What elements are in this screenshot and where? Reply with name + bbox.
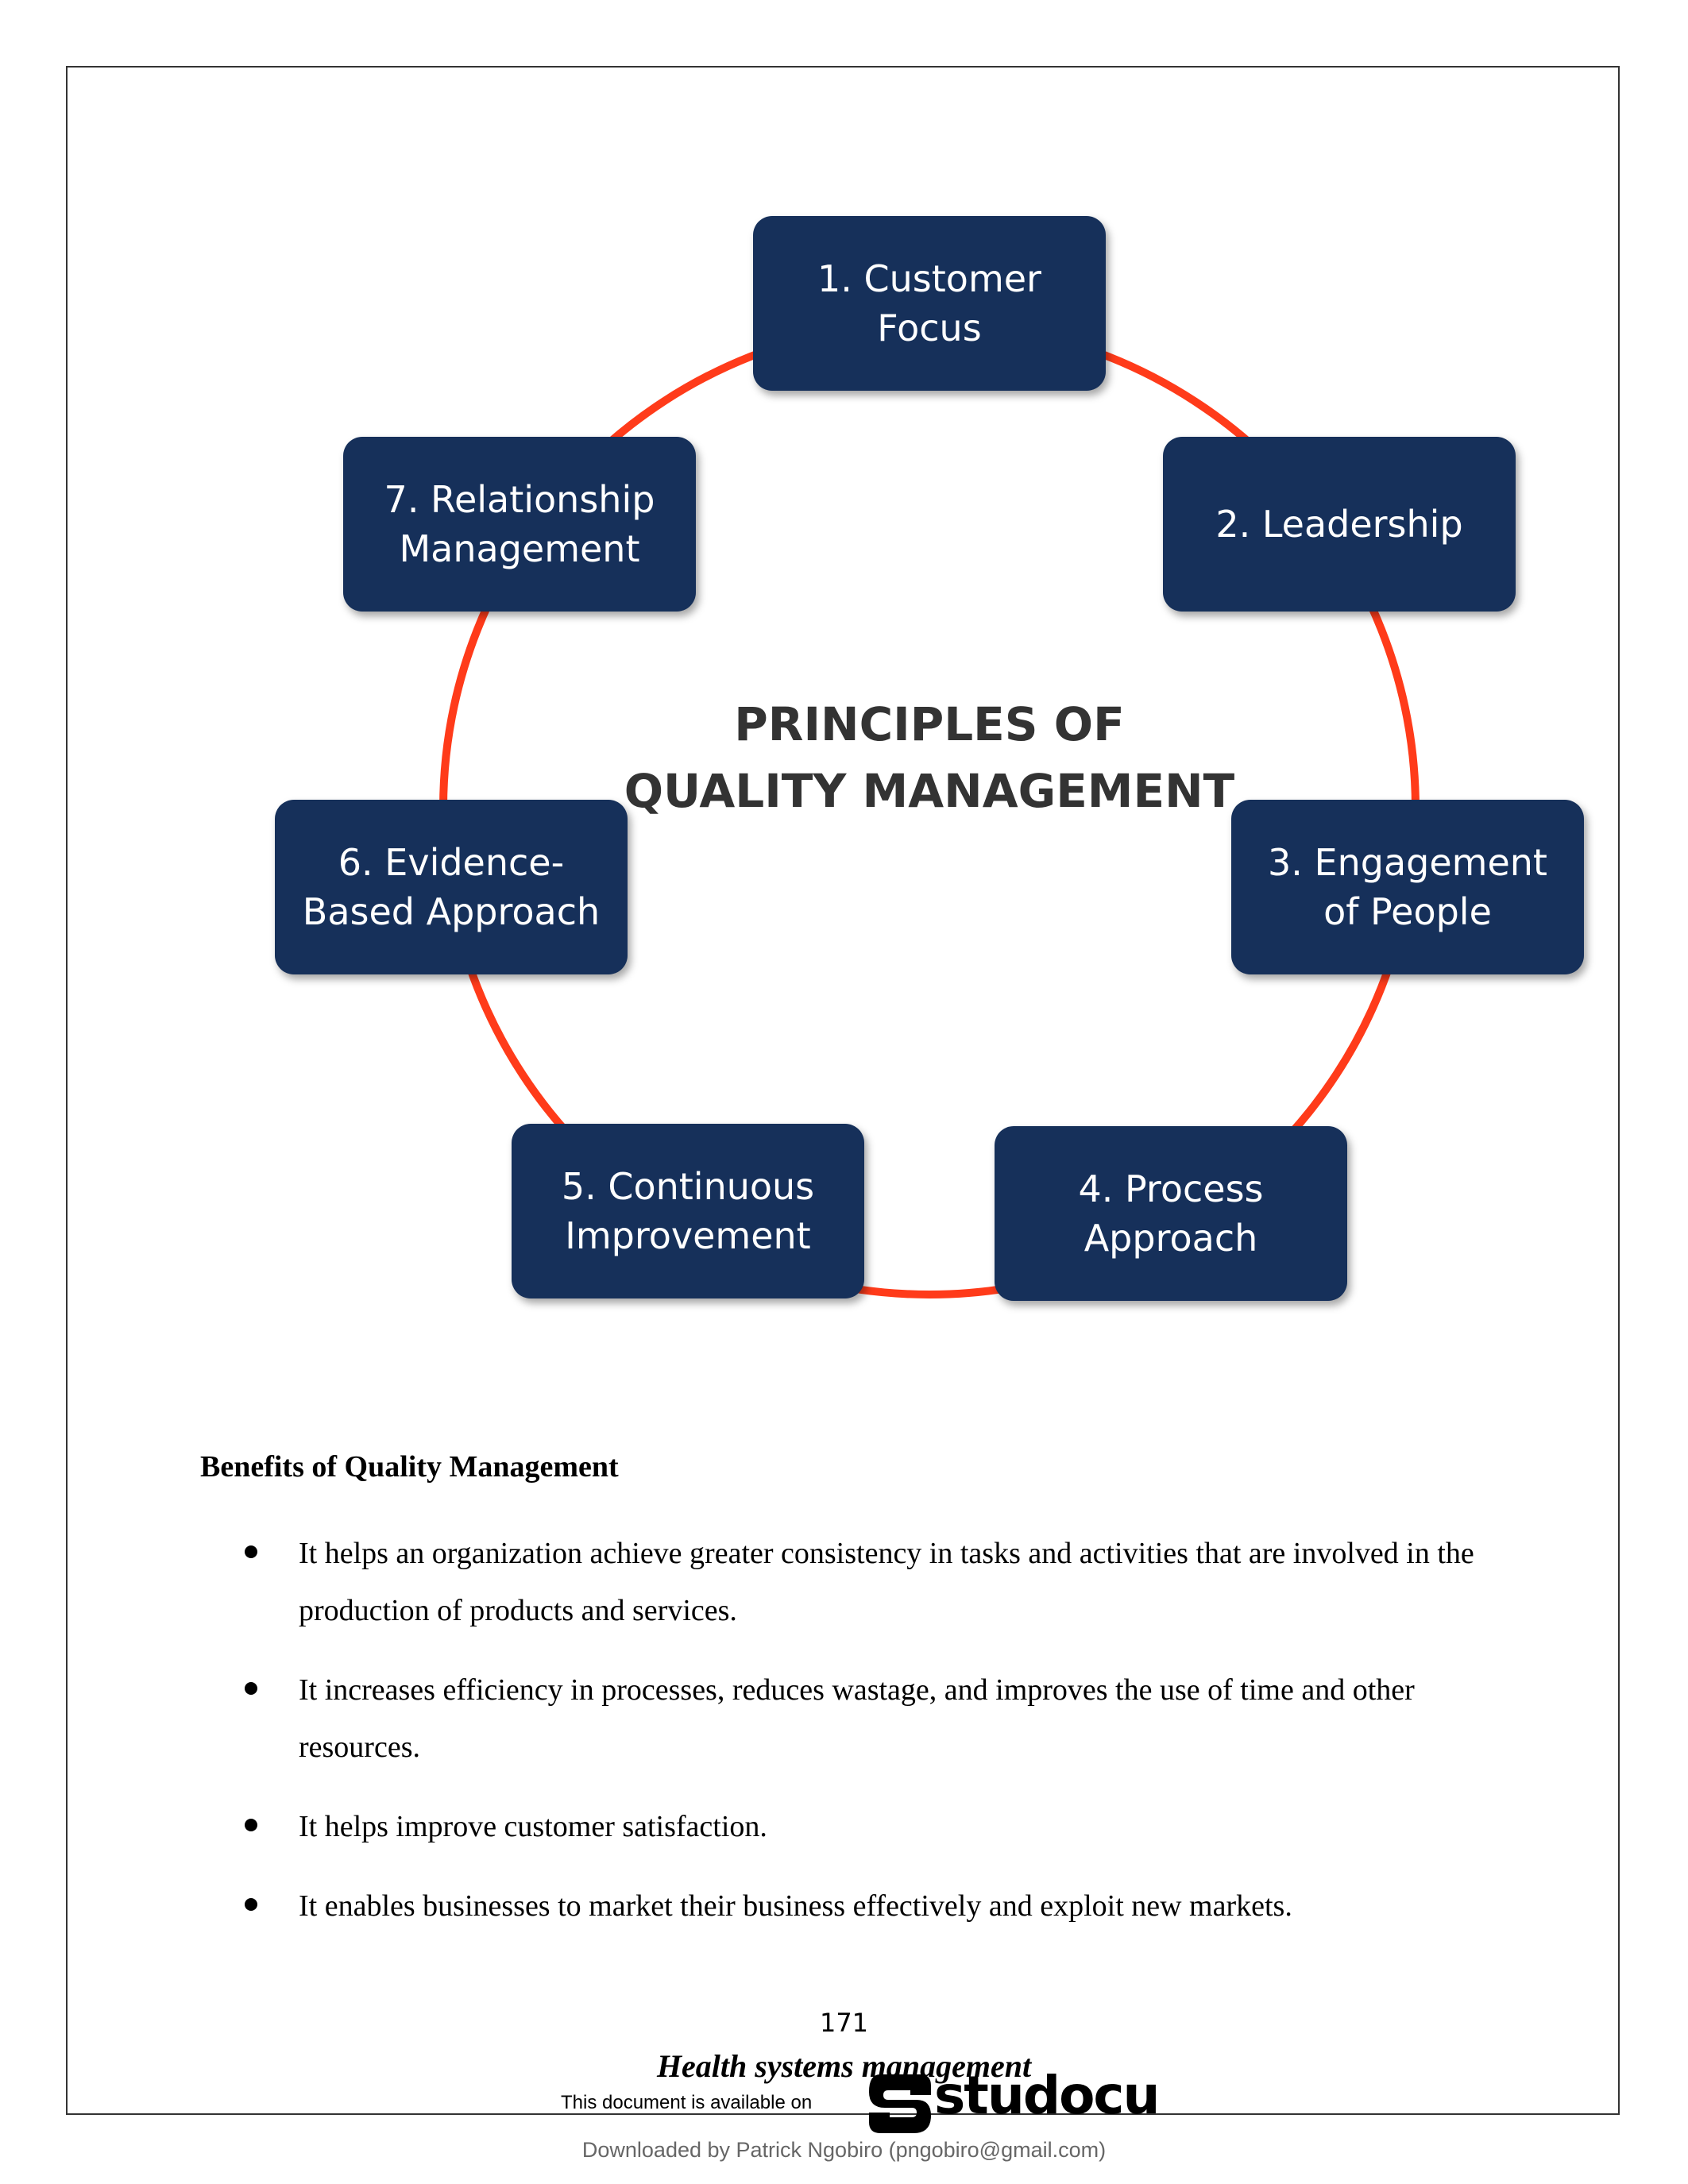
list-item-text: It helps improve customer satisfaction.: [299, 1810, 767, 1843]
bullet-icon: [245, 1545, 257, 1558]
node-relationship-management: 7. Relationship Management: [343, 437, 696, 612]
diagram-title: PRINCIPLES OF QUALITY MANAGEMENT: [624, 697, 1235, 818]
list-item-text: It helps an organization achieve greater…: [299, 1537, 1474, 1627]
principles-diagram: 1. Customer Focus 2. Leadership 3. Engag…: [275, 216, 1584, 1301]
download-credit: Downloaded by Patrick Ngobiro (pngobiro@…: [581, 2138, 1107, 2162]
list-item: It helps improve customer satisfaction.: [200, 1798, 1511, 1855]
list-item: It helps an organization achieve greater…: [200, 1525, 1511, 1639]
list-item: It enables businesses to market their bu…: [200, 1877, 1511, 1935]
page-frame: [66, 66, 1620, 2115]
bullet-icon: [245, 1819, 257, 1831]
node-continuous-improvement: 5. Continuous Improvement: [512, 1124, 864, 1298]
document-title: Health systems management: [656, 2048, 1032, 2084]
node-customer-focus: 1. Customer Focus: [753, 216, 1106, 391]
node-engagement-of-people: 3. Engagement of People: [1231, 800, 1584, 974]
list-item: It increases efficiency in processes, re…: [200, 1661, 1511, 1776]
node-evidence-based-approach: 6. Evidence- Based Approach: [275, 800, 628, 974]
node-process-approach: 4. Process Approach: [995, 1126, 1347, 1301]
page-number: 171: [819, 2008, 869, 2038]
list-item-text: It increases efficiency in processes, re…: [299, 1673, 1415, 1764]
benefits-list: It helps an organization achieve greater…: [200, 1525, 1511, 1957]
studocu-logo-icon[interactable]: [864, 2071, 936, 2136]
studocu-wordmark[interactable]: studocu: [934, 2065, 1161, 2126]
availability-note: This document is available on: [561, 2092, 813, 2113]
section-heading: Benefits of Quality Management: [200, 1450, 619, 1484]
bullet-icon: [245, 1898, 257, 1911]
node-leadership: 2. Leadership: [1163, 437, 1516, 612]
list-item-text: It enables businesses to market their bu…: [299, 1889, 1292, 1923]
bullet-icon: [245, 1682, 257, 1695]
